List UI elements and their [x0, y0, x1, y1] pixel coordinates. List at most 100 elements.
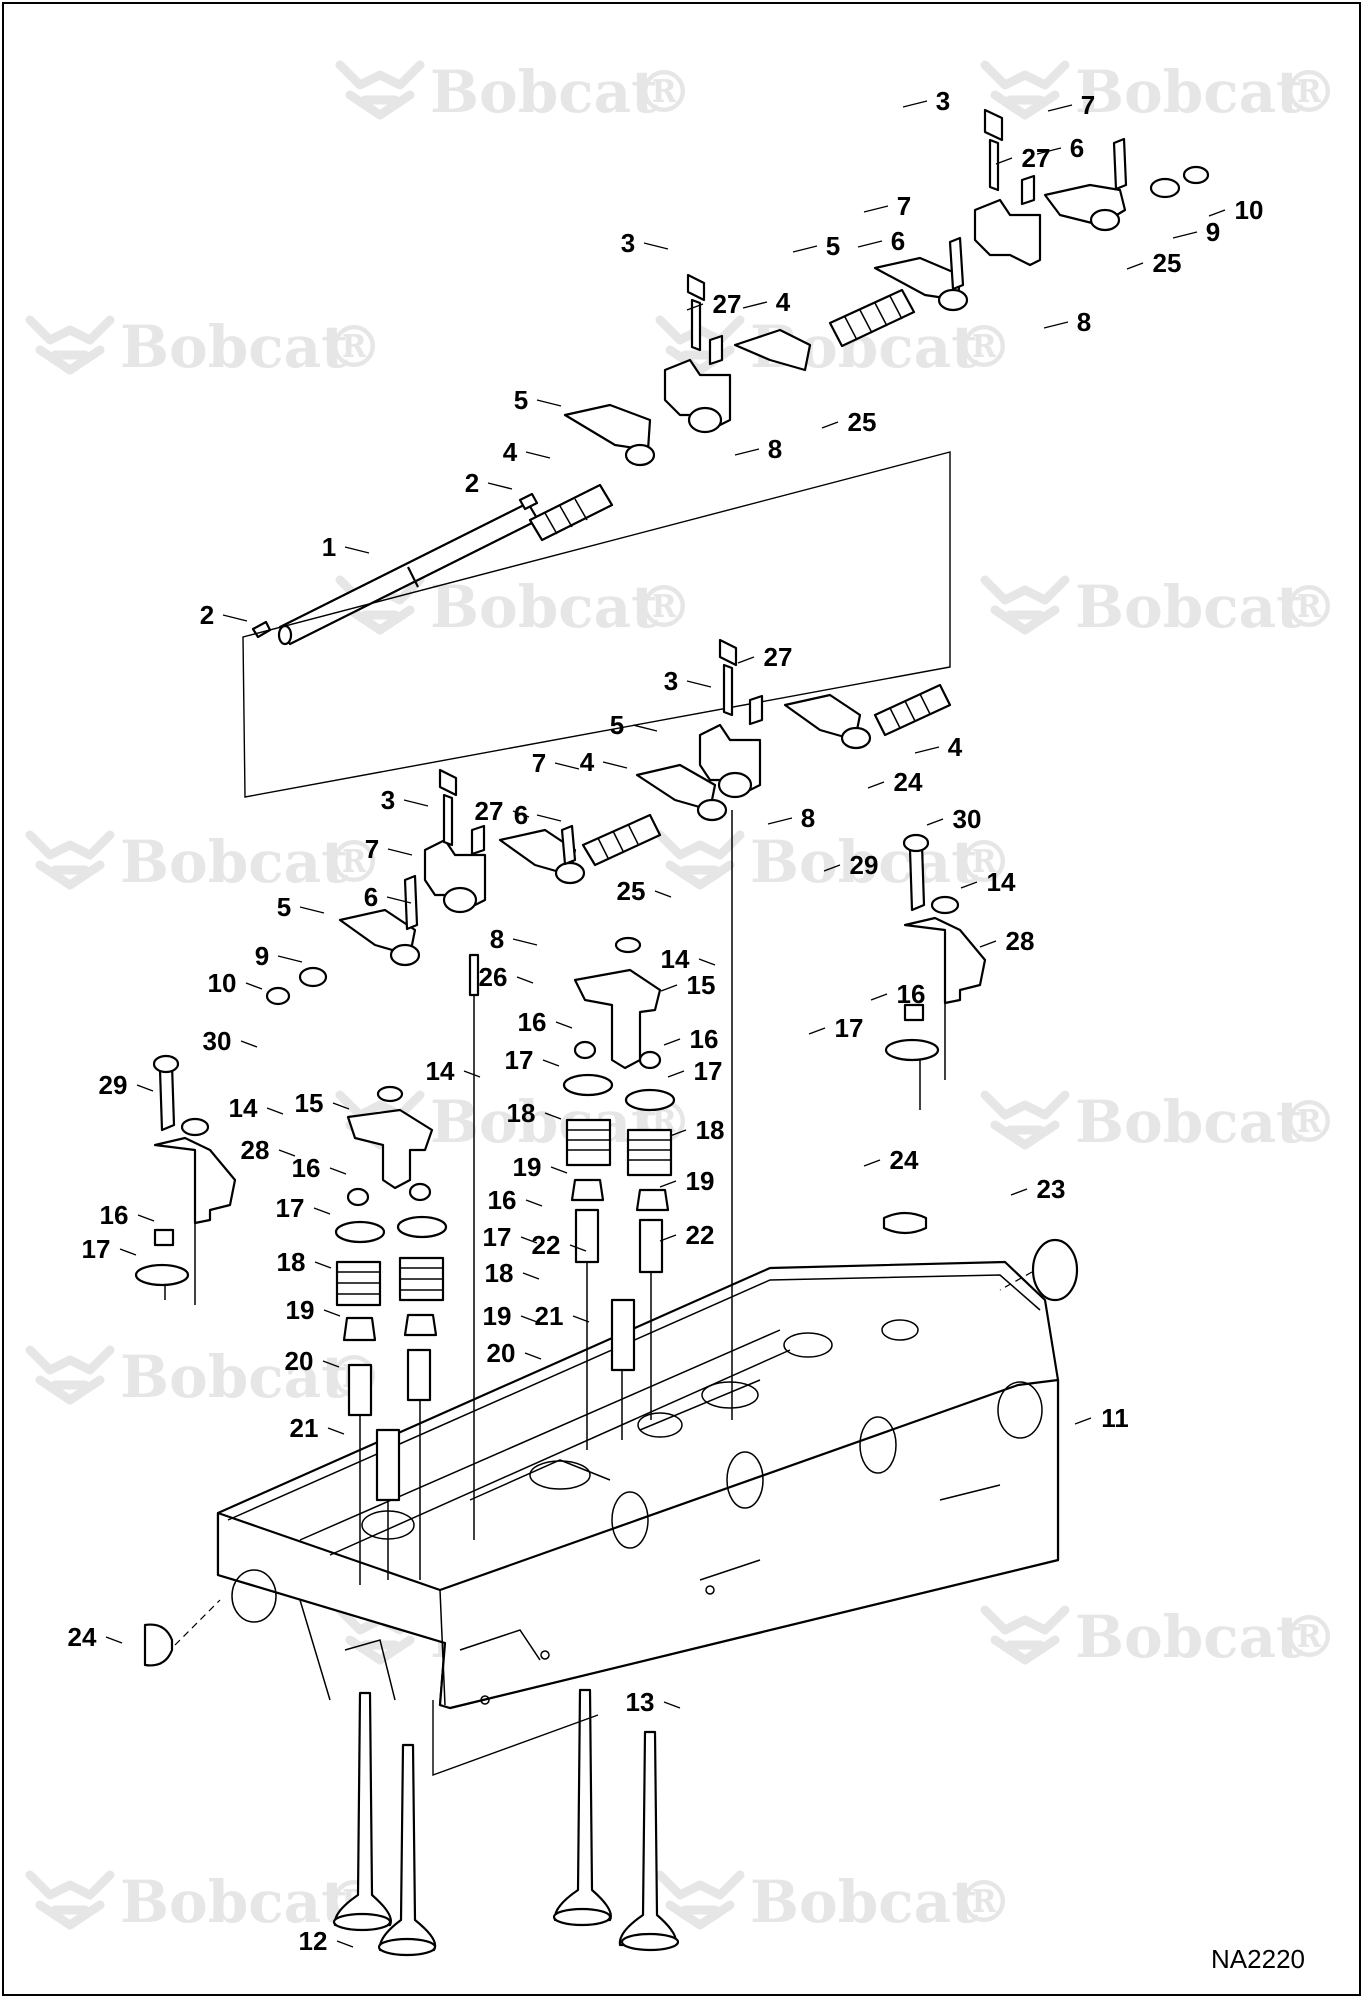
callout-c18b: 18: [696, 1115, 725, 1145]
leader-line: [463, 1070, 481, 1078]
leader-line: [329, 1167, 347, 1175]
callout-c27b: 27: [713, 289, 742, 319]
callout-c22b: 22: [686, 1220, 715, 1250]
bobcat-logo-icon: [655, 1870, 745, 1930]
watermark-text: Bobcat: [120, 313, 348, 381]
watermark-text: Bobcat: [750, 828, 978, 896]
watermark-registered-mark: ®: [325, 828, 383, 896]
callout-c16f: 16: [100, 1200, 129, 1230]
bobcat-logo-icon: [980, 1605, 1070, 1665]
callout-c25b: 25: [848, 407, 877, 437]
callout-c3b: 3: [621, 228, 635, 258]
watermark-text: Bobcat: [1075, 1088, 1303, 1156]
leader-line: [554, 762, 580, 770]
leader-line: [792, 245, 818, 253]
callout-c3a: 3: [936, 86, 950, 116]
leader-line: [313, 1207, 331, 1215]
watermark-registered-mark: ®: [1280, 573, 1338, 641]
callout-c19a: 19: [513, 1152, 542, 1182]
watermark-registered-mark: ®: [955, 313, 1013, 381]
callout-c26: 26: [479, 962, 508, 992]
leader-line: [767, 817, 793, 825]
callout-c4b: 4: [503, 437, 518, 467]
callout-c16d: 16: [292, 1153, 321, 1183]
bobcat-watermark: Bobcat®: [25, 1343, 383, 1411]
leader-line: [299, 906, 325, 914]
bobcat-logo-icon: [25, 1345, 115, 1405]
leader-line: [277, 955, 303, 963]
callout-c22a: 22: [532, 1230, 561, 1260]
callout-c17e: 17: [483, 1222, 512, 1252]
leader-line: [686, 303, 704, 311]
leader-line: [669, 1129, 687, 1137]
callout-c9b: 9: [255, 941, 269, 971]
leader-line: [737, 656, 755, 664]
callout-c19c: 19: [286, 1295, 315, 1325]
callout-c30a: 30: [953, 804, 982, 834]
leader-line: [659, 1234, 677, 1242]
callout-c8d: 8: [490, 924, 504, 954]
leader-line: [336, 1940, 354, 1948]
leader-line: [659, 1180, 677, 1188]
callout-c9a: 9: [1206, 217, 1220, 247]
bobcat-watermark: Bobcat®: [980, 1088, 1338, 1156]
leader-line: [602, 761, 628, 769]
leader-line: [525, 1199, 543, 1207]
callout-c5b: 5: [514, 385, 528, 415]
leader-line: [870, 993, 888, 1001]
callout-c4d: 4: [948, 732, 963, 762]
leader-line: [1010, 1188, 1028, 1196]
leader-line: [520, 1236, 538, 1244]
watermark-text: Bobcat: [120, 1868, 348, 1936]
callout-c18c: 18: [277, 1247, 306, 1277]
callout-c21b: 21: [290, 1413, 319, 1443]
callout-leaders: [105, 100, 1226, 1948]
leader-line: [667, 1070, 685, 1078]
leader-line: [322, 1360, 340, 1368]
leader-line: [654, 890, 672, 898]
watermark-registered-mark: ®: [635, 58, 693, 126]
callout-c15b: 15: [295, 1088, 324, 1118]
leader-line: [823, 864, 841, 872]
bobcat-logo-icon: [655, 830, 745, 890]
leader-line: [1172, 231, 1198, 239]
leader-line: [863, 205, 889, 213]
leader-line: [105, 1636, 123, 1644]
leader-line: [327, 1427, 345, 1435]
leader-line: [960, 881, 978, 889]
leader-line: [544, 1112, 562, 1120]
callout-c19b: 19: [686, 1166, 715, 1196]
leader-line: [660, 984, 678, 992]
leader-line: [387, 848, 413, 856]
leader-line: [512, 938, 538, 946]
callout-c27a: 27: [1022, 143, 1051, 173]
callout-c6b: 6: [891, 226, 905, 256]
callout-c14d: 14: [229, 1093, 258, 1123]
callout-c8c: 8: [801, 803, 815, 833]
bobcat-logo-icon: [335, 60, 425, 120]
callout-c8b: 8: [768, 434, 782, 464]
watermark-text: Bobcat: [750, 1868, 978, 1936]
leader-line: [487, 482, 513, 490]
callout-c15a: 15: [687, 970, 716, 1000]
callout-c5a: 5: [826, 231, 840, 261]
callout-c18a: 18: [507, 1098, 536, 1128]
bobcat-logo-icon: [25, 830, 115, 890]
leader-line: [512, 810, 530, 818]
watermark-text: Bobcat: [1075, 1603, 1303, 1671]
bobcat-watermark: Bobcat®: [980, 573, 1338, 641]
leader-line: [643, 242, 669, 250]
leader-line: [542, 1059, 560, 1067]
leader-line: [821, 421, 839, 429]
watermark-text: Bobcat: [1075, 58, 1303, 126]
callout-c29b: 29: [99, 1070, 128, 1100]
callout-c14b: 14: [987, 867, 1016, 897]
callout-c27c: 27: [764, 642, 793, 672]
watermark-registered-mark: ®: [1280, 58, 1338, 126]
bobcat-watermark: Bobcat®: [25, 1868, 383, 1936]
watermark-text: Bobcat: [430, 58, 658, 126]
leader-line: [1047, 104, 1073, 112]
leader-line: [525, 451, 551, 459]
callout-c7c: 7: [532, 748, 546, 778]
leader-line: [1036, 147, 1062, 155]
